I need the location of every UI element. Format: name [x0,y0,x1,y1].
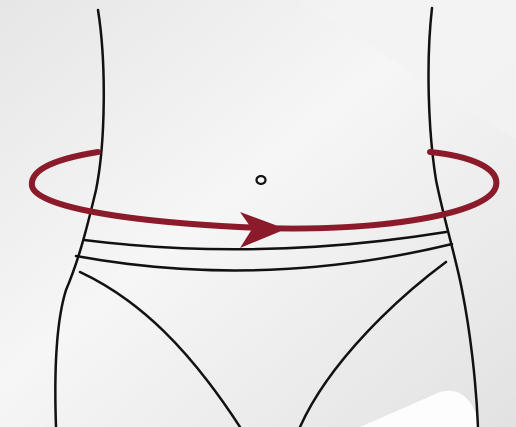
diagram-canvas [0,0,516,427]
waist-measurement-diagram [0,0,516,427]
